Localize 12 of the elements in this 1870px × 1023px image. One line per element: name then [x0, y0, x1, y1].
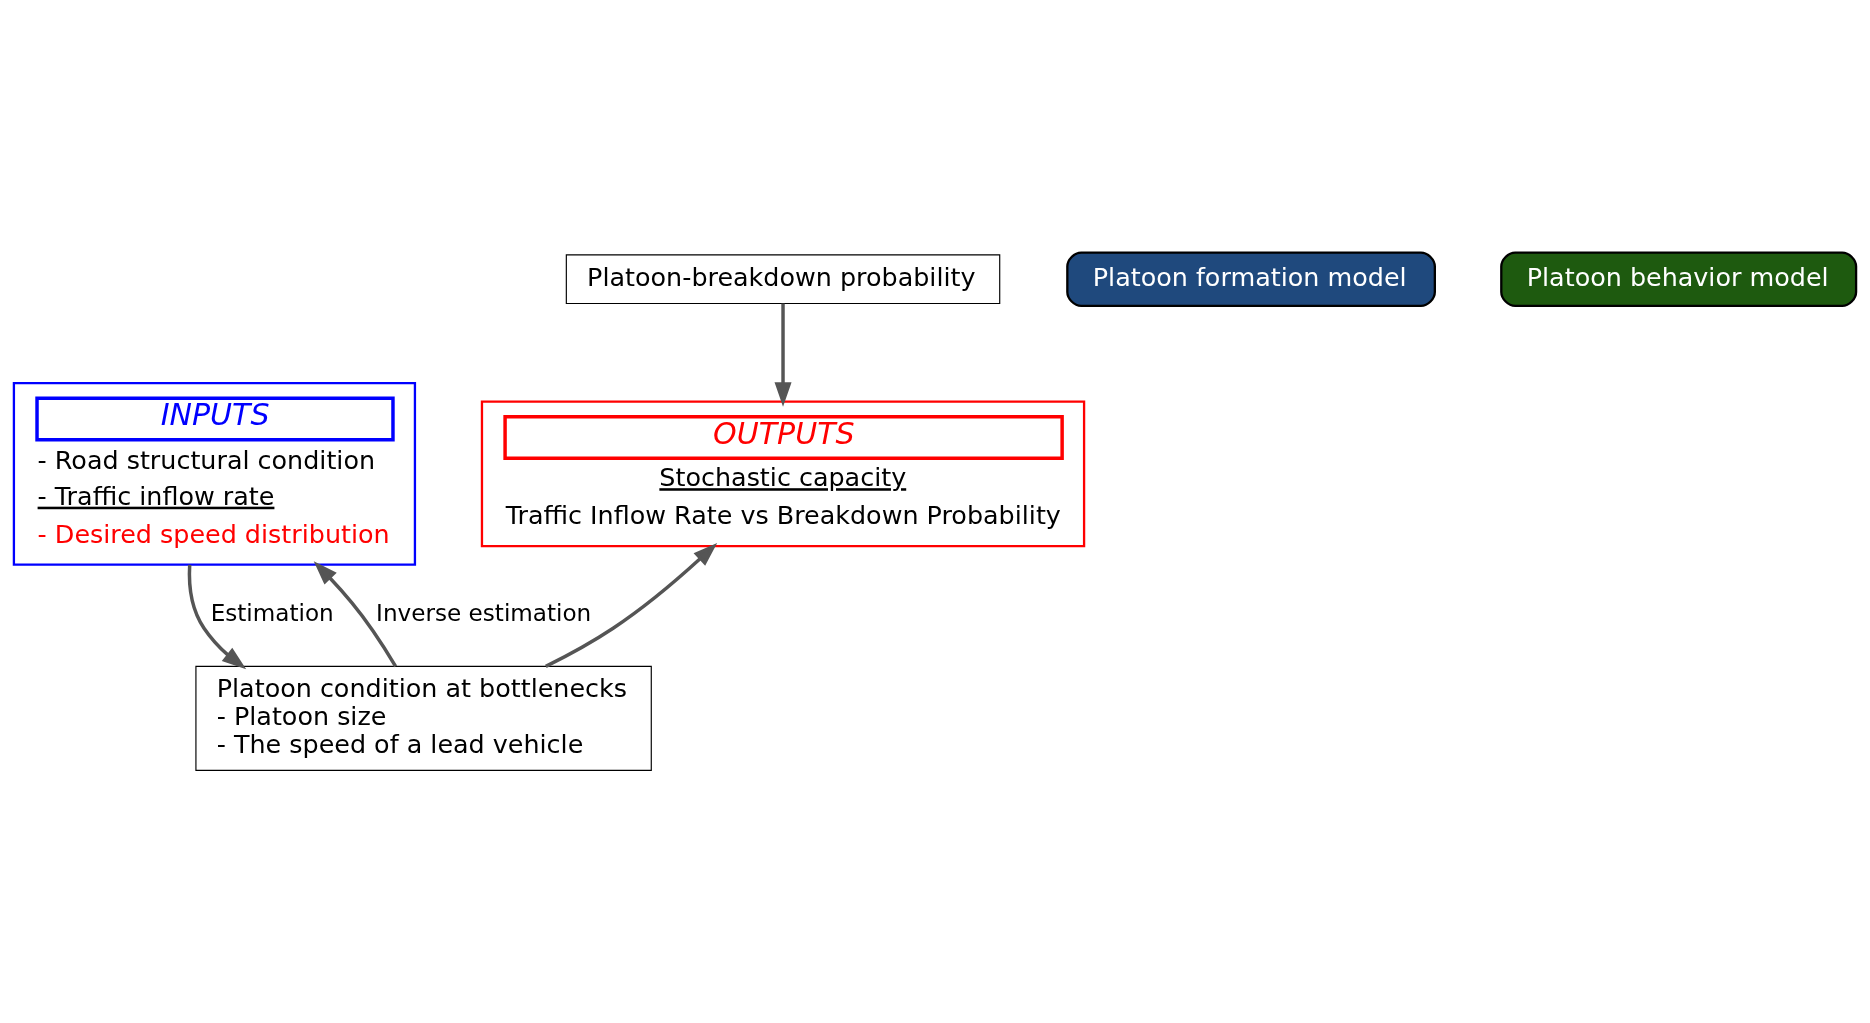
edge-label: Estimation [210, 600, 334, 627]
node-box: Platoon behavior model [1500, 251, 1858, 307]
edge-label: Inverse estimation [376, 600, 592, 627]
node-box: Platoon formation model [1066, 251, 1436, 307]
arrow [187, 564, 247, 670]
node-box: INPUTS - Road structural condition - Traffic inflow rate - Desired speed distribution [12, 382, 417, 566]
arrow [774, 303, 792, 407]
node-box: Platoon-breakdown probability [565, 254, 1001, 305]
arrow [313, 561, 398, 668]
node-box: Platoon condition at bottlenecks - Platoon size - The speed of a lead vehicle [195, 665, 652, 771]
arrow [545, 542, 718, 668]
node-box: OUTPUTS Stochastic capacity Traffic Inflow Rate vs Breakdown Probability [480, 400, 1086, 548]
